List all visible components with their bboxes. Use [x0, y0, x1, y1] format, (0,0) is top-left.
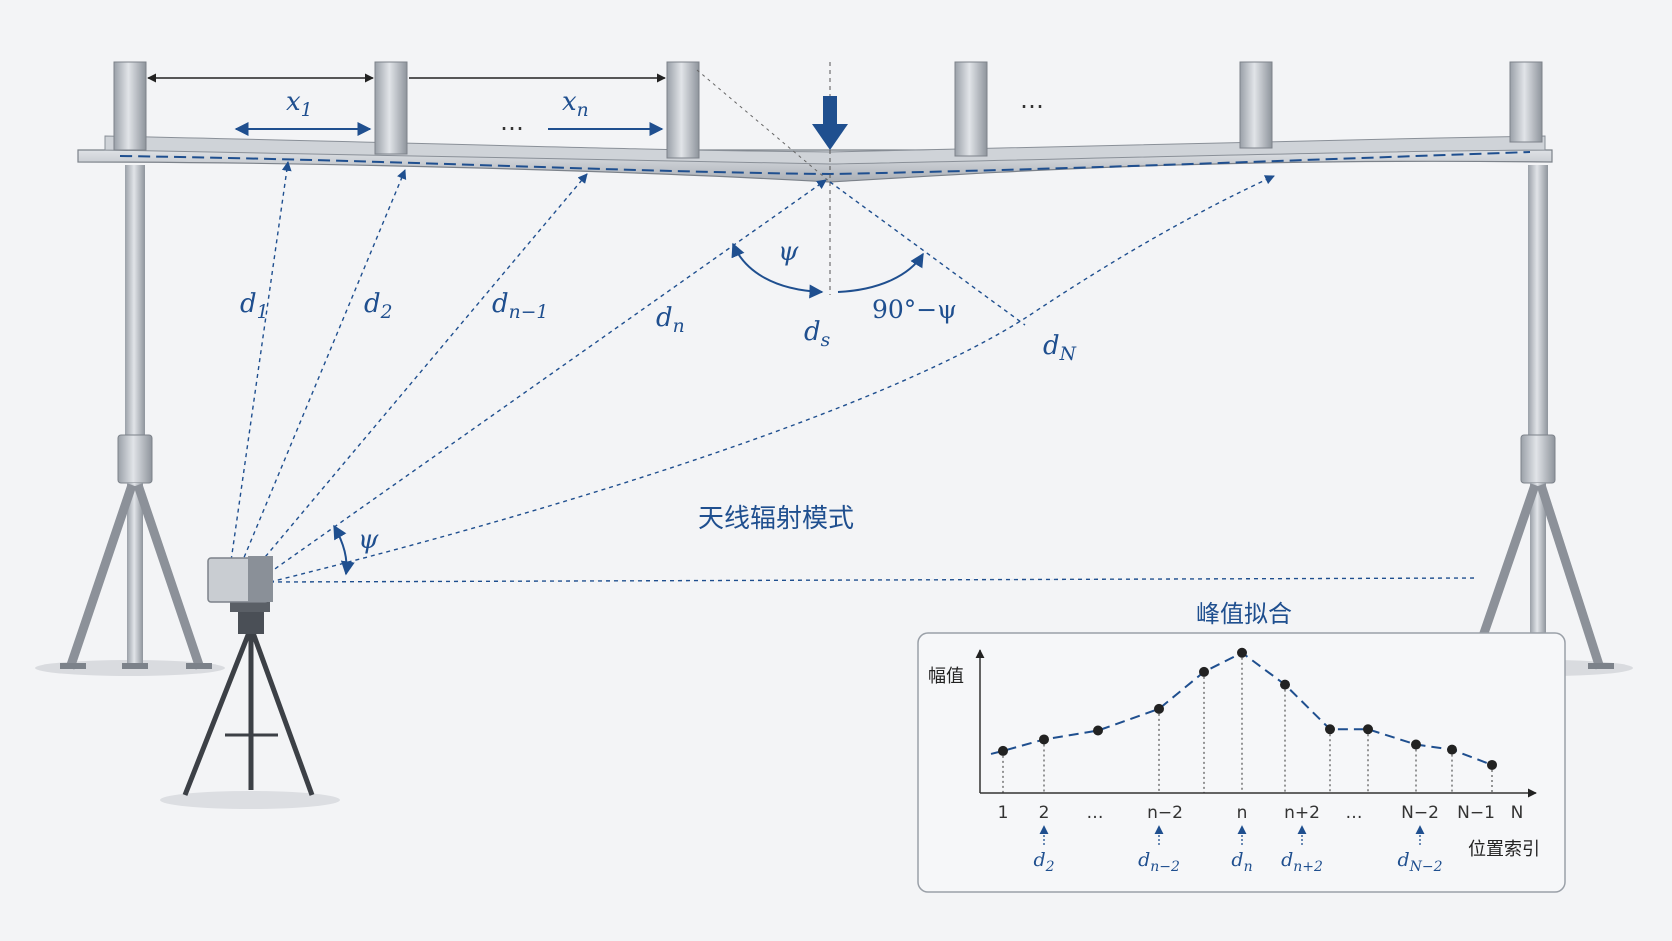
panel-title: 峰值拟合 — [1196, 600, 1292, 628]
data-point — [1039, 734, 1049, 745]
label-dn-1: dn−1 — [492, 289, 548, 323]
distance-label: d2 — [1033, 849, 1054, 875]
data-point — [1237, 647, 1247, 658]
peak-fit-panel: 峰值拟合 幅值 位置索引 1 2 … n−2 n n+2 … N−2 N−1 N d2 dn−2 dn… — [917, 600, 1566, 893]
label-psi-radar: ψ — [358, 525, 379, 555]
data-point — [1447, 744, 1457, 755]
spacing-dimensions: x1 xn … … — [147, 73, 1044, 136]
data-point — [1325, 724, 1335, 735]
x-tick-label: n−2 — [1147, 803, 1183, 823]
data-point — [1487, 759, 1497, 770]
x-tick-label: N−2 — [1401, 803, 1439, 823]
x-tick-label: … — [1346, 803, 1363, 823]
radar-rays — [229, 161, 1476, 583]
label-dN: dN — [1043, 331, 1077, 365]
x-tick-label: 1 — [998, 803, 1009, 823]
radiation-pattern-label: 天线辐射模式 — [698, 504, 854, 534]
y-axis-label: 幅值 — [928, 666, 964, 687]
peak-fit-plot — [990, 647, 1497, 793]
label-90-minus-psi: 90°−ψ — [872, 295, 957, 324]
data-point — [1363, 724, 1373, 735]
left-support-tower — [60, 165, 212, 670]
x-tick-label: n — [1237, 803, 1248, 823]
beam-posts — [113, 61, 1543, 159]
label-dn: dn — [656, 303, 685, 337]
label-xn: xn — [562, 87, 589, 121]
distance-label: dn — [1231, 849, 1252, 875]
label-psi: ψ — [778, 237, 799, 267]
radar-sensor — [182, 556, 315, 796]
ground-shadow-tripod — [160, 791, 340, 809]
distance-label: dN−2 — [1397, 849, 1442, 875]
label-d2: d2 — [364, 289, 393, 323]
distance-labels: d2 dn−2 dn dn+2 dN−2 — [1033, 825, 1443, 875]
x-tick-label: n+2 — [1284, 803, 1320, 823]
data-point — [1280, 679, 1290, 690]
label-d1: d1 — [240, 289, 269, 323]
x-tick-label: … — [1087, 803, 1104, 823]
ellipsis-top: … — [500, 108, 524, 136]
x-tick-label: N−1 — [1457, 803, 1495, 823]
ellipsis-right: … — [1020, 86, 1044, 114]
label-ds: ds — [804, 317, 830, 351]
load-arrow — [812, 62, 848, 295]
x-axis-label: 位置索引 — [1468, 839, 1540, 860]
data-point — [1154, 703, 1164, 714]
angle-arcs — [333, 242, 924, 576]
right-support-tower — [1467, 165, 1614, 670]
data-point — [1411, 739, 1421, 750]
bridge-beam — [77, 135, 1553, 183]
label-x1: x1 — [286, 87, 313, 121]
distance-label: dn−2 — [1138, 849, 1180, 875]
data-point — [1093, 725, 1103, 736]
data-point — [1199, 666, 1209, 677]
x-tick-label: N — [1511, 803, 1524, 823]
data-point — [998, 745, 1008, 756]
x-tick-labels: 1 2 … n−2 n n+2 … N−2 N−1 N — [998, 803, 1524, 823]
x-tick-label: 2 — [1039, 803, 1050, 823]
distance-label: dn+2 — [1281, 849, 1323, 875]
guide-line — [696, 69, 831, 183]
